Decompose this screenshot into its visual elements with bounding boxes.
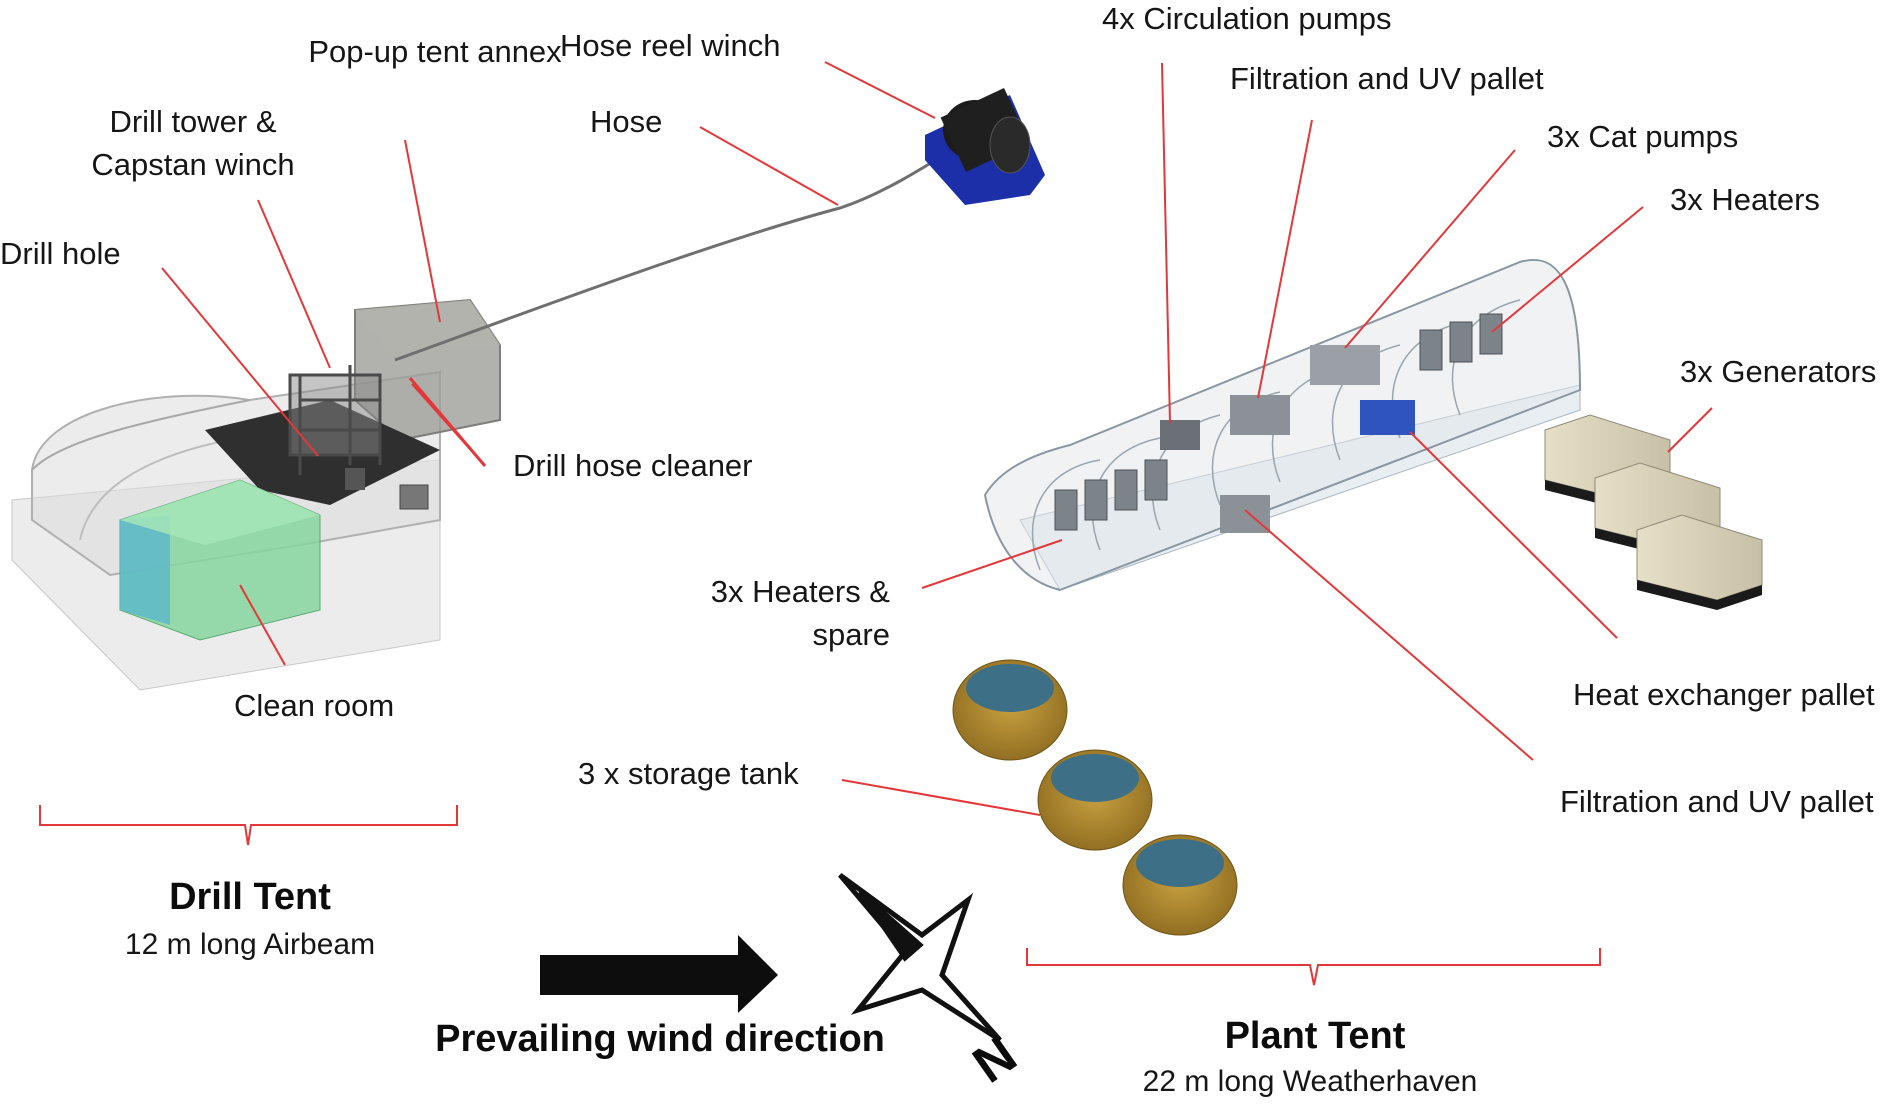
label-circulation-pumps: 4x Circulation pumps (1102, 1, 1392, 36)
label-heaters-spare: 3x Heaters & spare (710, 574, 890, 653)
plant-tent-illustration (983, 258, 1582, 592)
plant-tent-title: Plant Tent (1224, 1015, 1406, 1057)
leader-popup-tent (404, 139, 441, 323)
generators-illustration (1544, 414, 1763, 610)
leader-heaters-top (1491, 206, 1644, 333)
storage-tanks-illustration (952, 659, 1238, 936)
heat-exchanger-equipment (1360, 400, 1415, 435)
leader-heat-exchanger (1409, 431, 1618, 639)
drill-hose-line (394, 143, 961, 362)
label-generators: 3x Generators (1680, 354, 1877, 389)
leader-heaters-spare (921, 539, 1063, 589)
label-heaters-top: 3x Heaters (1670, 182, 1820, 217)
cat-pumps-equipment (1310, 345, 1380, 385)
compass-icon (838, 872, 1002, 1043)
leader-hose (699, 126, 839, 206)
drill-tent-title: Drill Tent (169, 876, 331, 918)
label-drill-hose-cleaner: Drill hose cleaner (513, 448, 753, 483)
wind-direction-arrow (540, 935, 778, 1013)
plant-tent-subtitle: 22 m long Weatherhaven (1142, 1065, 1478, 1098)
label-filtration-top: Filtration and UV pallet (1230, 61, 1544, 96)
leader-filtration-bottom (1244, 509, 1534, 761)
leader-drill-hole (161, 267, 319, 457)
drill-tent-bracket (39, 805, 458, 846)
label-filtration-bottom: Filtration and UV pallet (1560, 784, 1874, 819)
leader-clean-room (239, 584, 286, 666)
label-hose-reel-winch: Hose reel winch (560, 28, 781, 63)
label-popup-tent-annex: Pop-up tent annex (308, 34, 562, 69)
label-clean-room: Clean room (234, 688, 395, 723)
leader-hose-reel (824, 61, 936, 119)
circulation-pumps-equipment (1160, 420, 1200, 450)
drill-tower (288, 365, 382, 475)
label-heat-exchanger: Heat exchanger pallet (1573, 677, 1875, 712)
filtration-pallet-equipment (1220, 395, 1290, 533)
leader-cat-pumps (1344, 149, 1516, 349)
hose-reel-winch-illustration (925, 88, 1045, 205)
label-cat-pumps: 3x Cat pumps (1547, 119, 1739, 154)
label-storage-tank: 3 x storage tank (578, 756, 799, 791)
heaters-equipment-left (1054, 459, 1168, 531)
label-drill-tower: Drill tower & Capstan winch (91, 104, 295, 183)
wind-direction-label: Prevailing wind direction (435, 1018, 885, 1060)
leader-circulation-pumps (1161, 62, 1171, 424)
leader-drill-tower (257, 199, 331, 369)
drill-tent-illustration (11, 298, 501, 691)
leader-generators (1667, 407, 1713, 453)
plant-tent-bracket (1026, 948, 1601, 986)
label-hose: Hose (590, 104, 663, 139)
heaters-equipment-right (1419, 313, 1503, 371)
leader-storage-tank (841, 779, 1041, 816)
clean-room-module (119, 479, 321, 641)
leader-filtration-top (1257, 119, 1313, 399)
drill-tent-subtitle: 12 m long Airbeam (124, 928, 376, 961)
label-drill-hole: Drill hole (0, 236, 121, 271)
